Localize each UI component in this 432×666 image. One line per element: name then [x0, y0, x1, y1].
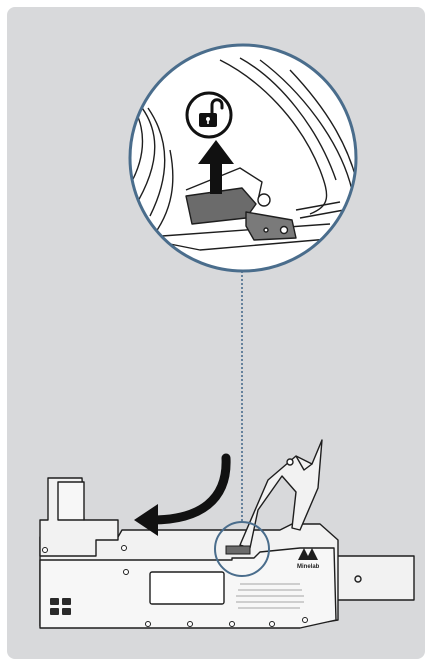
battery-strap	[58, 482, 84, 520]
label-plate	[150, 572, 224, 604]
brand-wordmark: Minelab	[297, 564, 320, 570]
shaft-tube	[336, 556, 414, 600]
latch-small	[226, 546, 250, 554]
zoom-detail	[120, 45, 360, 271]
curved-arrow-icon	[134, 458, 226, 536]
unlock-icon	[187, 93, 231, 137]
